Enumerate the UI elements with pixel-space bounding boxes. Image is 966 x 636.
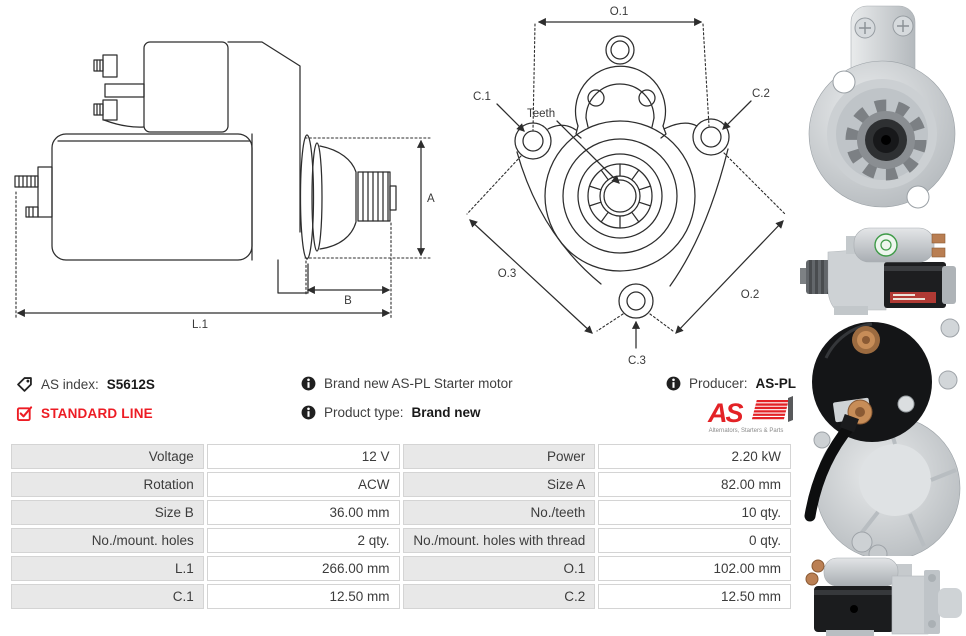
spec-value-cell: 36.00 mm — [206, 500, 400, 525]
side-view-drawing: A B L.1 — [14, 41, 435, 331]
dim-label-o3: O.3 — [498, 268, 517, 280]
bolt — [938, 370, 958, 390]
front-view-drawing: O.1 C.1 C.2 Teeth O.3 O.2 C.3 — [466, 6, 787, 367]
spec-value-cell: 266.00 mm — [206, 556, 400, 581]
standard-line-badge: STANDARD LINE — [41, 406, 153, 421]
standard-line-row: STANDARD LINE — [16, 405, 153, 422]
spec-value-cell: 2 qty. — [206, 528, 400, 553]
logo-tagline: Alternators, Starters & Parts — [709, 428, 784, 434]
table-row: Voltage 12 V Power 2.20 kW — [11, 444, 791, 469]
bolt — [813, 431, 831, 449]
dim-label-c3: C.3 — [628, 355, 646, 367]
product-photo-rear-solenoid-closeup[interactable] — [798, 318, 966, 556]
logo-stripes — [751, 400, 789, 420]
spec-label-cell: Size B — [11, 500, 204, 525]
producer-value: AS-PL — [755, 376, 797, 391]
product-photo-side-view[interactable] — [798, 556, 966, 636]
green-sticker — [874, 233, 898, 257]
info-icon — [666, 376, 681, 391]
product-description: Brand new AS-PL Starter motor — [324, 376, 513, 391]
bolt — [868, 544, 888, 556]
spec-label-cell: Voltage — [11, 444, 204, 469]
spec-label-cell: L.1 — [11, 556, 204, 581]
spec-value-cell: ACW — [206, 472, 400, 497]
flange — [924, 570, 940, 634]
solenoid — [823, 557, 899, 587]
logo-text: AS — [707, 398, 743, 428]
spec-value-cell: 12 V — [206, 444, 400, 469]
dim-label-a: A — [427, 193, 435, 205]
dim-label-c1: C.1 — [473, 91, 491, 103]
spec-label-cell: No./mount. holes with thread — [402, 528, 596, 553]
spec-value-cell: 2.20 kW — [598, 444, 791, 469]
product-photo-gallery — [798, 0, 966, 636]
table-row: C.1 12.50 mm C.2 12.50 mm — [11, 584, 791, 609]
producer-row: Producer: AS-PL — [666, 376, 796, 391]
bolt — [851, 531, 873, 553]
spec-value-cell: 12.50 mm — [598, 584, 791, 609]
as-index-row: AS index: S5612S — [16, 376, 155, 393]
spec-label-cell: C.2 — [402, 584, 596, 609]
product-type-row: Product type: Brand new — [301, 405, 481, 420]
product-photo-side-view-solenoid[interactable] — [798, 222, 966, 318]
spec-label-cell: O.1 — [402, 556, 596, 581]
as-index-label: AS index: — [41, 377, 99, 392]
mounting-hole — [832, 70, 856, 94]
spec-value-cell: 12.50 mm — [206, 584, 400, 609]
terminal — [931, 233, 946, 244]
table-row: L.1 266.00 mm O.1 102.00 mm — [11, 556, 791, 581]
product-label — [890, 292, 936, 303]
as-index-value: S5612S — [106, 377, 155, 392]
spec-label-cell: No./teeth — [402, 500, 596, 525]
info-icon — [301, 376, 316, 391]
spec-table: Voltage 12 V Power 2.20 kW Rotation ACW … — [8, 441, 794, 612]
gear-teeth-lines — [588, 163, 652, 229]
spec-label-cell: C.1 — [11, 584, 204, 609]
product-photo-front-view[interactable] — [798, 0, 966, 222]
nose-cone — [938, 588, 962, 618]
pinion-gear — [845, 99, 927, 181]
description-row: Brand new AS-PL Starter motor — [301, 376, 513, 391]
spec-value-cell: 102.00 mm — [598, 556, 791, 581]
checkbox-checked-icon — [16, 406, 33, 422]
table-row: No./mount. holes 2 qty. No./mount. holes… — [11, 528, 791, 553]
dim-label-o1: O.1 — [610, 6, 629, 18]
technical-drawings: A B L.1 — [14, 6, 787, 367]
screw — [897, 395, 915, 413]
drive-housing — [891, 575, 929, 635]
spec-label-cell: Rotation — [11, 472, 204, 497]
terminal — [931, 247, 946, 258]
terminal — [811, 559, 825, 573]
info-icon — [301, 405, 316, 420]
producer-label: Producer: — [689, 376, 748, 391]
product-type-label: Product type: — [324, 405, 404, 420]
mounting-hole — [906, 185, 930, 209]
bolt — [940, 318, 960, 338]
pinion-gear — [806, 260, 831, 294]
dim-label-l1: L.1 — [192, 319, 208, 331]
dim-label-o2: O.2 — [741, 289, 760, 301]
dim-label-b: B — [344, 295, 352, 307]
spec-value-cell: 0 qty. — [598, 528, 791, 553]
as-pl-logo: AS Alternators, Starters & Parts — [696, 395, 796, 440]
dim-label-c2: C.2 — [752, 88, 770, 100]
spec-value-cell: 82.00 mm — [598, 472, 791, 497]
terminal — [805, 572, 819, 586]
copper-terminal — [852, 326, 880, 354]
dim-label-teeth: Teeth — [527, 108, 555, 120]
table-row: Rotation ACW Size A 82.00 mm — [11, 472, 791, 497]
spec-label-cell: No./mount. holes — [11, 528, 204, 553]
product-type-value: Brand new — [411, 405, 481, 420]
tag-icon — [17, 377, 32, 392]
cable — [804, 420, 856, 522]
table-row: Size B 36.00 mm No./teeth 10 qty. — [11, 500, 791, 525]
spec-value-cell: 10 qty. — [598, 500, 791, 525]
spec-label-cell: Power — [402, 444, 596, 469]
spec-label-cell: Size A — [402, 472, 596, 497]
drive-housing — [827, 247, 887, 311]
